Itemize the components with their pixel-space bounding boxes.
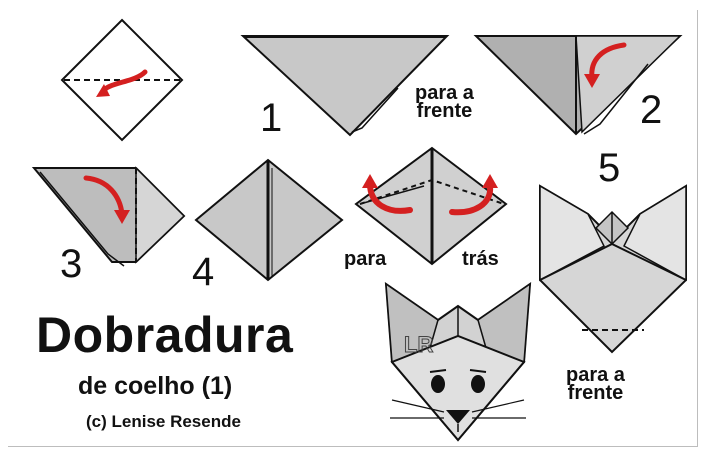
step-1-number: 1 — [260, 96, 282, 141]
main-title: Dobradura — [36, 306, 293, 364]
step-5-shape — [540, 186, 686, 352]
fold-back-right-label: trás — [462, 248, 499, 271]
curved-arrow-icon — [482, 174, 498, 188]
left-eye — [431, 375, 445, 393]
step-4-diamond — [196, 160, 342, 280]
right-eye — [471, 375, 485, 393]
step-5-number: 5 — [598, 146, 620, 191]
step-3-shape — [34, 168, 184, 266]
subtitle: de coelho (1) — [78, 372, 232, 401]
fold-back-left-label: para — [344, 248, 386, 271]
step-5-note: para a frente — [566, 366, 625, 402]
rabbit-face: LR — [386, 284, 530, 440]
step-0-square — [62, 20, 182, 140]
credit: (c) Lenise Resende — [86, 412, 241, 432]
curved-arrow-icon — [362, 174, 378, 188]
step-4-number: 4 — [192, 250, 214, 295]
step-4b-diamond — [356, 148, 506, 264]
step-2-number: 2 — [640, 88, 662, 133]
step-3-number: 3 — [60, 242, 82, 287]
face-monogram: LR — [404, 332, 433, 357]
step-1-note: para a frente — [415, 84, 474, 120]
